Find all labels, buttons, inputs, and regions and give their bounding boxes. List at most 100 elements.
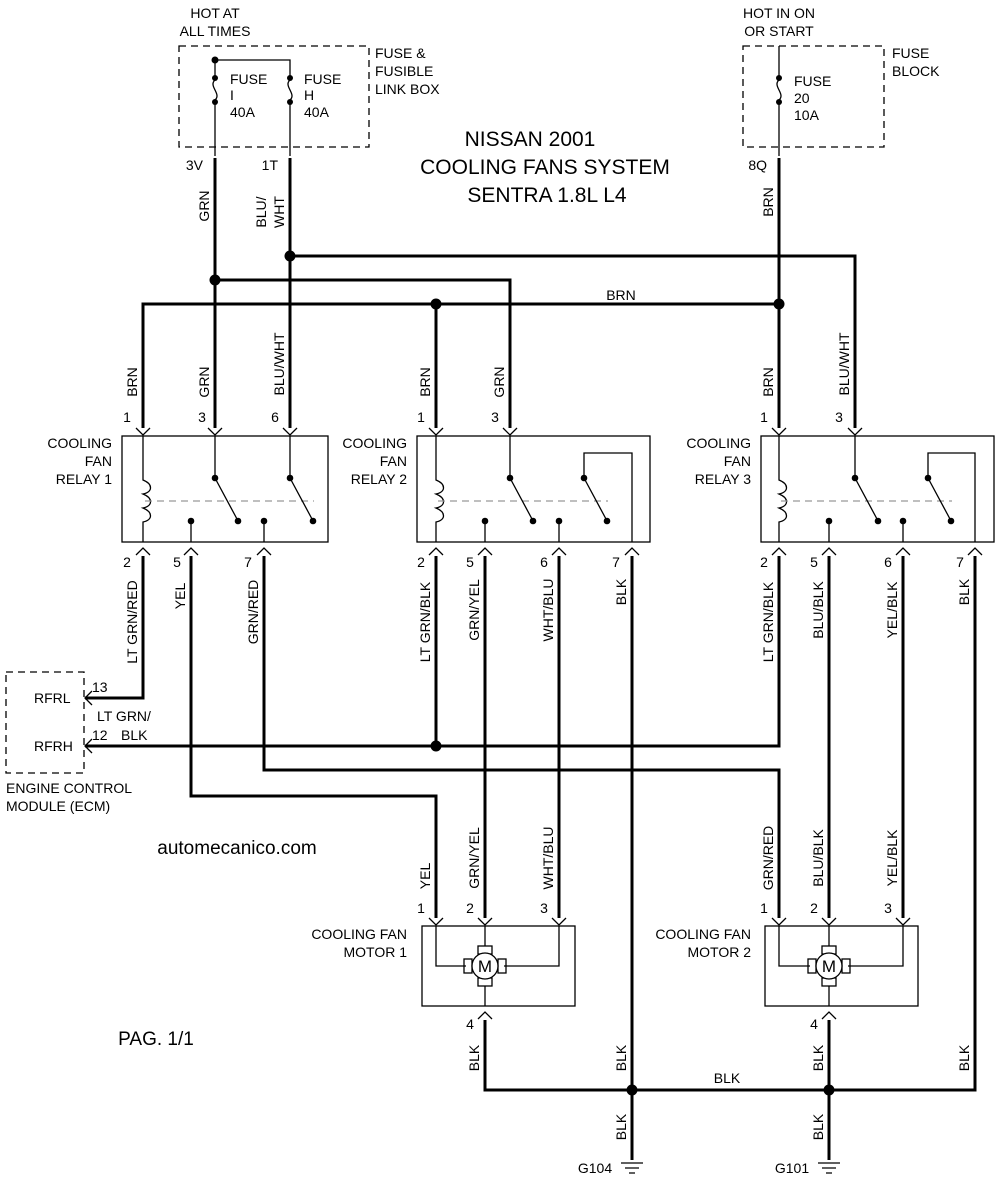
fuse-20-element <box>776 79 782 101</box>
relay-3-terminal-6 <box>895 547 911 556</box>
relay-3-pin-1: 1 <box>760 409 768 425</box>
relay-1-terminal-3 <box>207 427 223 436</box>
relay-2-body <box>416 435 651 543</box>
fusible-link-box-label-2: FUSIBLE <box>375 63 433 79</box>
hot-in-on-line-2: OR START <box>744 23 814 39</box>
wire-brn-bus <box>141 302 779 428</box>
relay-1-terminal-2 <box>135 547 151 556</box>
label-blk-g101: BLK <box>810 1113 826 1140</box>
relay-2-pin-2: 2 <box>417 554 425 570</box>
label-brn-bus: BRN <box>606 287 636 303</box>
motor-2-label-2: MOTOR 2 <box>687 944 751 960</box>
label-lt-grn-blk-relay3: LT GRN/BLK <box>760 581 776 662</box>
label-brn-relay1: BRN <box>124 367 140 397</box>
fusible-link-box-outline <box>178 45 370 148</box>
motor-1-m-label: M <box>478 957 492 976</box>
ground-g101-icon <box>818 1162 840 1174</box>
fuse-h-element <box>287 79 293 101</box>
label-yel-blk-motor2: YEL/BLK <box>884 829 900 886</box>
relay-2-pin-5: 5 <box>466 554 474 570</box>
ecm-pin-12: 12 <box>92 727 108 743</box>
title-line-2: COOLING FANS SYSTEM <box>420 156 670 179</box>
relay-3-coil <box>776 436 788 542</box>
relay-3-pin-6: 6 <box>884 554 892 570</box>
label-yel-relay1: YEL <box>172 583 188 610</box>
fuse-block-label-2: BLOCK <box>892 63 940 79</box>
relay-2-jumper <box>583 452 633 542</box>
wire-blu-wht-relay3 <box>290 254 857 428</box>
relay-3-terminal-5 <box>821 547 837 556</box>
splice-ground-g104 <box>626 1084 638 1096</box>
motor-1-label-2: MOTOR 1 <box>343 944 407 960</box>
cooling-fan-relay-2: COOLING FAN RELAY 2 1 3 2 5 6 7 <box>342 409 651 570</box>
power-wire-labels: GRN BLU/ WHT BRN BRN BRN GRN BLU/WHT BRN… <box>124 187 852 397</box>
title-line-1: NISSAN 2001 <box>465 128 596 151</box>
relay-2-switch-a <box>509 436 533 520</box>
ecm-terminal-12 <box>84 738 93 754</box>
relay-3-pin-5: 5 <box>810 554 818 570</box>
label-blk-relay2-lower: BLK <box>613 1044 629 1071</box>
relay-1-terminal-1 <box>135 427 151 436</box>
wire-grn-relay2 <box>215 278 512 428</box>
relay-2-label-3: RELAY 2 <box>351 471 408 487</box>
label-blk-relay2: BLK <box>613 578 629 605</box>
relay-1-terminal-6 <box>282 427 298 436</box>
label-blu-blk-relay3: BLU/BLK <box>810 581 826 639</box>
motor-1-pin-1: 1 <box>417 900 425 916</box>
label-lt-grn-blk-relay2: LT GRN/BLK <box>417 581 433 662</box>
splice-lt-grn-blk <box>430 740 442 752</box>
label-yel-blk-relay3: YEL/BLK <box>884 581 900 638</box>
motor-2-pin-1: 1 <box>760 900 768 916</box>
label-blk-motor2-ground: BLK <box>810 1044 826 1071</box>
relay-1-pin-7: 7 <box>244 554 252 570</box>
motor-2-pin-4: 4 <box>810 1016 818 1032</box>
relay-1-switch-b <box>289 436 313 520</box>
relay-1-pin-2: 2 <box>123 554 131 570</box>
label-blu-wht-top-1: BLU/ <box>253 196 269 227</box>
splice-brn-relay2 <box>430 298 442 310</box>
ecm-terminal-13 <box>84 690 93 706</box>
relay-3-terminal-3 <box>847 427 863 436</box>
label-grn-top: GRN <box>196 190 212 221</box>
relay-3-jumper <box>927 452 976 542</box>
motor-2-label-1: COOLING FAN <box>655 926 751 942</box>
relay-3-terminal-2 <box>771 547 787 556</box>
motor-2-internal-high <box>848 926 904 967</box>
relay-2-terminal-6 <box>551 547 567 556</box>
label-lt-grn-blk-ecm-1: LT GRN/ <box>97 708 151 724</box>
relay-2-pin-6: 6 <box>540 554 548 570</box>
ground-g101-label: G101 <box>775 1160 809 1176</box>
ground-g104-label: G104 <box>578 1160 612 1176</box>
motor-input-labels: YEL GRN/YEL WHT/BLU GRN/RED BLU/BLK YEL/… <box>417 826 900 891</box>
splice-brn-relay3 <box>773 298 785 310</box>
relay-1-body <box>121 435 329 543</box>
motor-2-symbol <box>815 952 843 980</box>
relay-3-pin-3: 3 <box>835 409 843 425</box>
motor-1-pin-2: 2 <box>466 900 474 916</box>
ground-g104: G104 <box>578 1160 643 1176</box>
relay-2-pin-1: 1 <box>417 409 425 425</box>
cooling-fan-relay-3: COOLING FAN RELAY 3 1 3 2 5 6 7 <box>686 409 995 570</box>
relay-2-terminal-3 <box>502 427 518 436</box>
relay-1-pin-5: 5 <box>173 554 181 570</box>
ecm-label-2: MODULE (ECM) <box>6 798 110 814</box>
relay-3-body <box>760 435 995 543</box>
motor-1-internal-low <box>435 926 466 967</box>
label-lt-grn-red: LT GRN/RED <box>124 580 140 664</box>
motor-2-body <box>764 925 919 1007</box>
engine-control-module: RFRL RFRH 13 12 ENGINE CONTROL MODULE (E… <box>5 671 132 814</box>
label-blk-ground-bus: BLK <box>714 1070 741 1086</box>
wire-grn-red <box>262 556 781 918</box>
fuse-block-outline <box>742 45 885 148</box>
fusible-link-box-label-1: FUSE & <box>375 45 426 61</box>
fuse-h-label-2: H <box>304 87 314 103</box>
motor-2-m-label: M <box>822 957 836 976</box>
wire-lt-grn-red <box>85 556 145 700</box>
fuse-20-label-1: FUSE <box>794 73 831 89</box>
relay-1-switch-a <box>214 436 238 520</box>
fuse-h-label-3: 40A <box>304 104 330 120</box>
relay-1-pin-1: 1 <box>123 409 131 425</box>
hot-in-on-line-1: HOT IN ON <box>743 5 815 21</box>
label-brn-relay2: BRN <box>417 367 433 397</box>
fuse-i-label-1: FUSE <box>230 71 267 87</box>
